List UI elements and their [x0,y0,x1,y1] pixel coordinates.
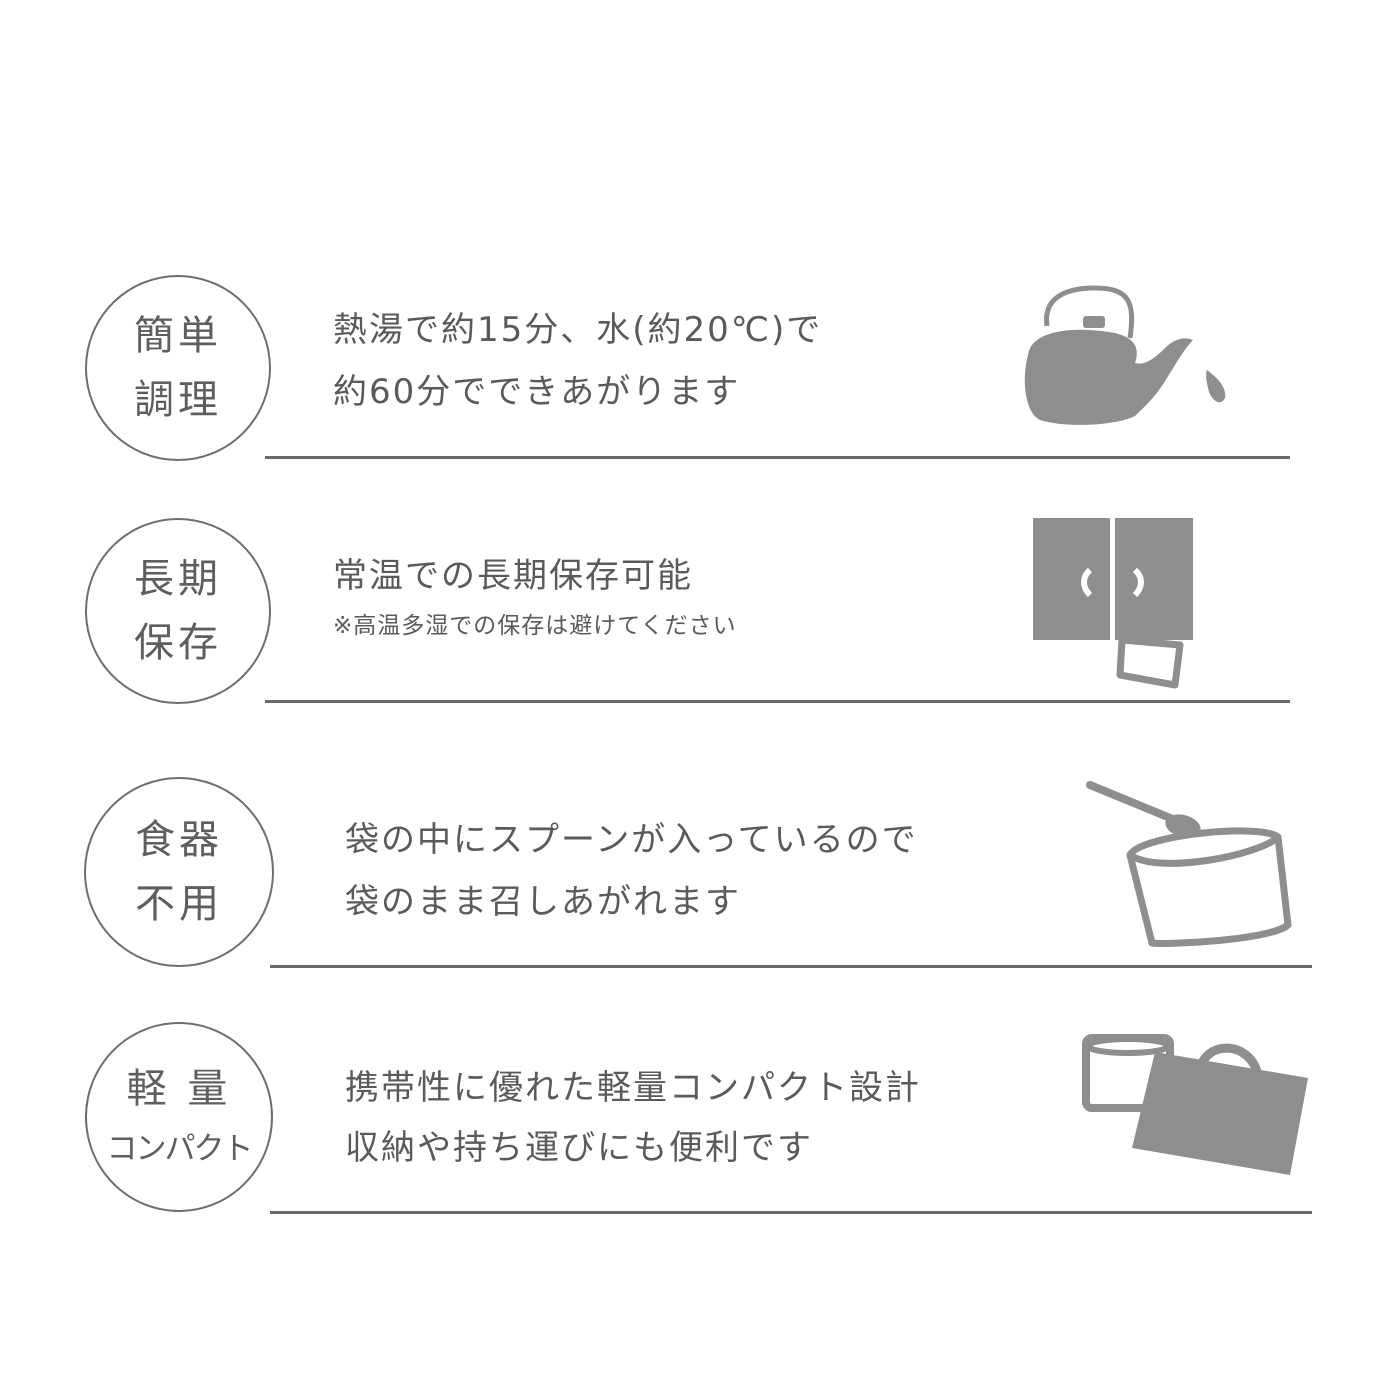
cupboard-icon [1033,518,1193,689]
feature-line: 収納や持ち運びにも便利です [345,1128,813,1168]
badge-line-2: 調理 [134,377,222,423]
badge-lightweight-compact: 軽 量 コンパクト [85,1022,273,1212]
badge-line-1: 軽 量 [126,1066,232,1112]
feature-note: ※高温多湿での保存は避けてください [333,613,737,639]
feature-text-long-storage: 常温での長期保存可能 ※高温多湿での保存は避けてください [333,548,737,646]
badge-long-storage: 長期 保存 [85,518,271,704]
bag-icon [1082,1034,1308,1175]
divider [265,700,1290,703]
feature-line: 熱湯で約15分、水(約20℃)で [333,310,823,350]
feature-line: 袋のまま召しあがれます [345,882,741,922]
badge-line-2: 不用 [135,881,223,927]
divider [265,456,1290,459]
badge-no-tableware: 食器 不用 [84,777,274,967]
badge-line-2: コンパクト [106,1131,254,1167]
badge-line-1: 簡単 [134,313,222,359]
feature-line: 約60分でできあがります [333,372,741,412]
divider [270,1211,1312,1214]
feature-line: 袋の中にスプーンが入っているので [345,820,918,860]
feature-text-lightweight-compact: 携帯性に優れた軽量コンパクト設計 収納や持ち運びにも便利です [345,1060,921,1176]
badge-easy-cooking: 簡単 調理 [85,275,271,461]
kettle-icon [1024,285,1226,425]
feature-line: 携帯性に優れた軽量コンパクト設計 [345,1068,921,1108]
feature-text-easy-cooking: 熱湯で約15分、水(約20℃)で 約60分でできあがります [333,302,822,420]
divider [270,965,1312,968]
badge-line-1: 食器 [135,817,223,863]
pouch-spoon-icon [1086,781,1292,947]
badge-line-1: 長期 [134,556,222,602]
feature-text-no-tableware: 袋の中にスプーンが入っているので 袋のまま召しあがれます [345,812,918,930]
badge-line-2: 保存 [134,620,222,666]
feature-line: 常温での長期保存可能 [333,556,693,596]
